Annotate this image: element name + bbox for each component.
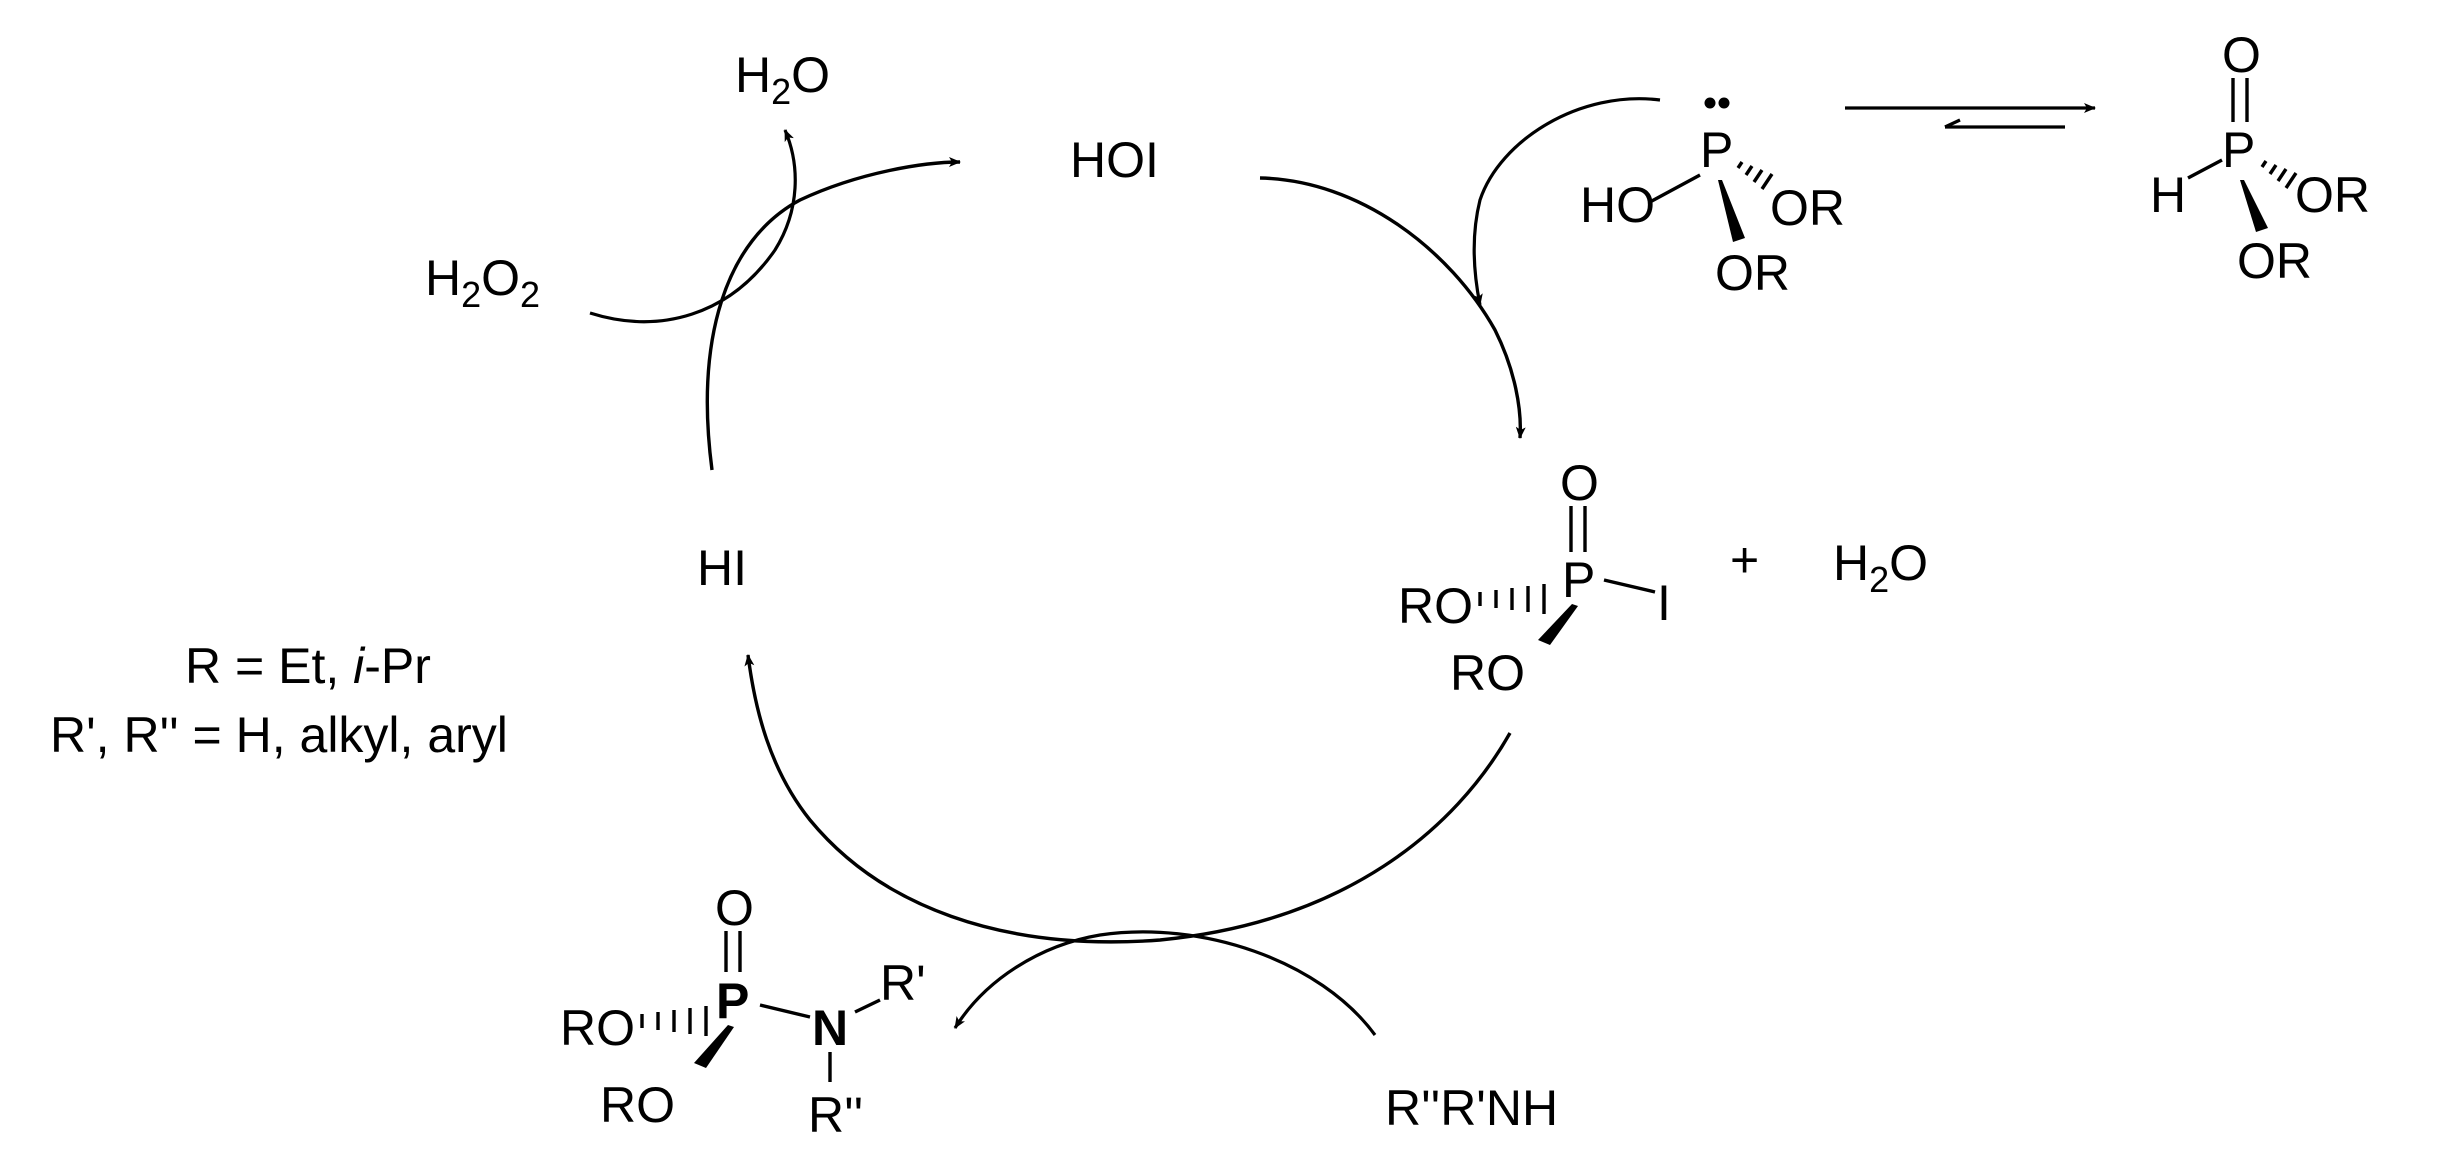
lone-pair-dot-right [1718,97,1730,109]
phosphoramidate-n-atom: N [812,1000,848,1056]
hoi-label: HOI [1070,132,1159,188]
arrow-amine-to-product [953,930,1377,1036]
phosphoramidate-o-atom: O [715,880,754,936]
phosphonate-p-atom: P [2222,122,2255,178]
cycle-arc-hoi-to-iodophosphate [1259,176,1526,439]
phosphite-ho-bond [1649,173,1701,204]
amine-label: R''R'NH [1385,1080,1558,1136]
lone-pair-dot-left [1704,97,1716,109]
plus-sign: + [1730,532,1759,588]
phosphonate-wedge-bond [2240,180,2268,232]
cycle-arc-hi-to-hoi [705,157,961,471]
phosphite-p-atom: P [1700,122,1733,178]
phosphoramidate-wedge-bond [694,1025,734,1068]
phosphoramidate-structure: O P N R' R'' RO RO [560,880,926,1143]
equilibrium-backward-barb [1944,118,1961,129]
hydrogen-peroxide-label: H2O2 [425,250,540,315]
iodophosphate-p-atom: P [1562,552,1595,608]
phosphoramidate-p-atom: P [716,973,749,1029]
phosphoramidate-r-dprime: R'' [808,1087,863,1143]
phosphonate-hashed-bond [2260,160,2298,189]
iodophosphate-structure: O P I RO RO [1398,455,1671,701]
iodophosphate-hashed-bond [1478,584,1546,614]
arrow-phosphite-attack [1472,97,1661,306]
phosphite-wedge-bond [1718,180,1745,242]
iodophosphate-p-i-bond [1603,578,1656,594]
phosphonate-o-atom: O [2222,27,2261,83]
phosphite-ho-group: HO [1580,177,1655,233]
iodophosphate-ro-bottom: RO [1450,645,1525,701]
phosphoramidate-r-prime: R' [880,955,926,1011]
phosphonate-h-bond [2187,158,2223,180]
iodophosphate-o-atom: O [1560,455,1599,511]
legend-line-r-prime: R', R'' = H, alkyl, aryl [50,707,508,763]
phosphite-or-right: OR [1770,180,1845,236]
water-top-label: H2O [735,47,830,112]
phosphite-or-bottom: OR [1715,245,1790,301]
phosphite-hashed-bond [1736,161,1774,190]
legend-line-r: R = Et, i-Pr [185,638,431,694]
phosphoramidate-ro-bottom: RO [600,1077,675,1133]
arrow-peroxide-to-water [589,129,797,324]
phosphoramidate-n-rprime-bond [854,998,881,1014]
phosphoramidate-p-n-bond [759,1003,811,1019]
phosphonate-or-bottom: OR [2237,233,2312,289]
dialkyl-phosphite-structure: P HO OR OR [1580,97,1845,301]
water-right-label: H2O [1833,535,1928,600]
phosphonate-or-right: OR [2295,167,2370,223]
iodophosphate-ro-left: RO [1398,578,1473,634]
cycle-arc-iodophosphate-to-hi [744,654,1512,944]
iodophosphate-i-atom: I [1657,575,1671,631]
dialkyl-phosphonate-structure: O P H OR OR [2150,27,2370,289]
phosphonate-h-atom: H [2150,167,2186,223]
iodophosphate-wedge-bond [1538,604,1578,645]
phosphoramidate-hashed-bond [640,1006,708,1036]
hi-label: HI [697,540,747,596]
phosphoramidate-ro-left: RO [560,1000,635,1056]
